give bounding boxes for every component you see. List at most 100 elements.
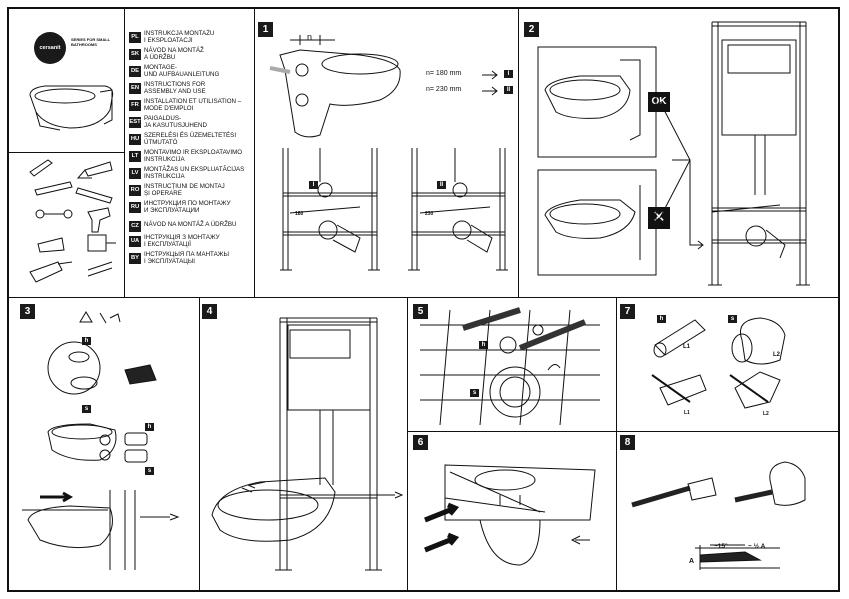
- tools-drawing: [29, 159, 116, 283]
- lang-code: SK: [129, 49, 141, 60]
- lang-code: CZ: [129, 221, 141, 232]
- part-label-s: s: [145, 467, 154, 475]
- lang-code: UA: [129, 236, 141, 247]
- half-a-label: ~ ½ A: [748, 543, 766, 550]
- divider: [518, 8, 519, 298]
- lang-title: SZERELÉSI ÉS ÜZEMELTETÉSI ÚTMUTATÓ: [144, 132, 237, 147]
- lang-code: EST: [129, 117, 141, 128]
- lang-title: MONTAGE- UND AUFBAUANLEITUNG: [144, 64, 220, 79]
- series-subtitle: SERIES FOR SMALL BATHROOMS: [71, 37, 111, 47]
- lang-title: NÁVOD NA MONTÁŽ A ÚDRŽBU: [144, 221, 237, 228]
- divider: [407, 298, 408, 591]
- step1-frames-drawing: [280, 148, 508, 271]
- lang-code: DE: [129, 66, 141, 77]
- lang-code: PL: [129, 32, 141, 43]
- lang-title: INSTRUCȚIUNI DE MONTAJ ȘI OPERARE: [144, 183, 225, 198]
- step2-frame-drawing: [708, 21, 810, 286]
- step8-drawing: [631, 461, 806, 570]
- part-label-h: h: [657, 315, 666, 323]
- step7-drawing: [651, 317, 786, 409]
- lang-title: INSTALLATION ET UTILISATION – MODE D'EMP…: [144, 98, 242, 113]
- part-label-h: h: [82, 337, 91, 345]
- length-label: L1: [684, 410, 690, 416]
- ok-badge: OK: [648, 92, 670, 112]
- option-mark: I: [309, 181, 318, 189]
- step-number: 2: [524, 22, 539, 37]
- angle-label: ~15°: [714, 543, 728, 550]
- step-number: 3: [20, 304, 35, 319]
- option-mark: II: [504, 86, 513, 94]
- toilet-overview-drawing: [29, 85, 114, 131]
- lang-code: LV: [129, 168, 141, 179]
- divider: [124, 8, 125, 298]
- step5-drawing: [420, 307, 600, 426]
- dimension-label: 180: [295, 211, 304, 217]
- lang-title: NÁVOD NA MONTÁŽ A ÚDRŽBU: [144, 47, 204, 62]
- length-label: L2: [773, 352, 781, 358]
- divider: [8, 297, 840, 298]
- step3-drawing: [22, 311, 180, 570]
- option-230: n= 230 mm: [426, 86, 462, 93]
- outer-frame: [7, 7, 840, 592]
- a-label: A: [689, 558, 695, 565]
- lang-code: LT: [129, 151, 141, 162]
- lang-code: RU: [129, 202, 141, 213]
- lang-code: RO: [129, 185, 141, 196]
- lang-title: ИНСТРУКЦИЯ ПО МОНТАЖУ И ЭКСПЛУАТАЦИИ: [144, 200, 231, 215]
- step2-drawing: [537, 46, 704, 276]
- length-label: L2: [763, 411, 769, 417]
- dimension-n-label: n: [307, 32, 313, 42]
- step1-toilet-drawing: [269, 35, 498, 138]
- lang-code: BY: [129, 253, 141, 264]
- lang-code: EN: [129, 83, 141, 94]
- part-label-s: s: [82, 405, 91, 413]
- cersanit-logo: cersanit: [34, 32, 66, 64]
- step-number: 1: [258, 22, 273, 37]
- dimension-label: 230: [425, 211, 434, 217]
- lang-title: INSTRUCTIONS FOR ASSEMBLY AND USE: [144, 81, 206, 96]
- divider: [408, 431, 840, 432]
- lang-title: ІНСТРУКЦІЯ З МОНТАЖУ І ЕКСПЛУАТАЦІЇ: [144, 234, 220, 249]
- step-number: 4: [202, 304, 217, 319]
- lang-title: MONTAVIMO IR EKSPLOATAVIMO INSTRUKCIJA: [144, 149, 243, 164]
- divider: [616, 298, 617, 591]
- divider: [8, 152, 124, 153]
- part-label-h: h: [145, 423, 154, 431]
- option-mark: II: [437, 181, 446, 189]
- lang-code: FR: [129, 100, 141, 111]
- lang-code: HU: [129, 134, 141, 145]
- step6-drawing: [424, 464, 596, 566]
- step-number: 5: [413, 304, 428, 319]
- lang-title: MONTĀŽAS UN EKSPLUATĀCIJAS INSTRUKCIJA: [144, 166, 245, 181]
- lang-title: INSTRUKCJA MONTAŻU I EKSPLOATACJI: [144, 30, 215, 45]
- part-label-s: s: [470, 389, 479, 397]
- part-label-h: h: [479, 341, 488, 349]
- step-number: 7: [620, 304, 635, 319]
- lang-title: ІНСТРУКЦЫЯ ПА МАНТАЖЫ І ЭКСПЛУАТАЦЫІ: [144, 251, 229, 266]
- step4-drawing: [211, 317, 404, 571]
- step-number: 8: [620, 435, 635, 450]
- option-mark: I: [504, 70, 513, 78]
- option-180: n= 180 mm: [426, 70, 462, 77]
- length-label: L1: [683, 344, 691, 350]
- divider: [199, 298, 200, 591]
- lang-title: PAIGALDUS- JA KASUTUSJUHEND: [144, 115, 207, 130]
- part-label-s: s: [728, 315, 737, 323]
- step-number: 6: [413, 435, 428, 450]
- divider: [254, 8, 255, 298]
